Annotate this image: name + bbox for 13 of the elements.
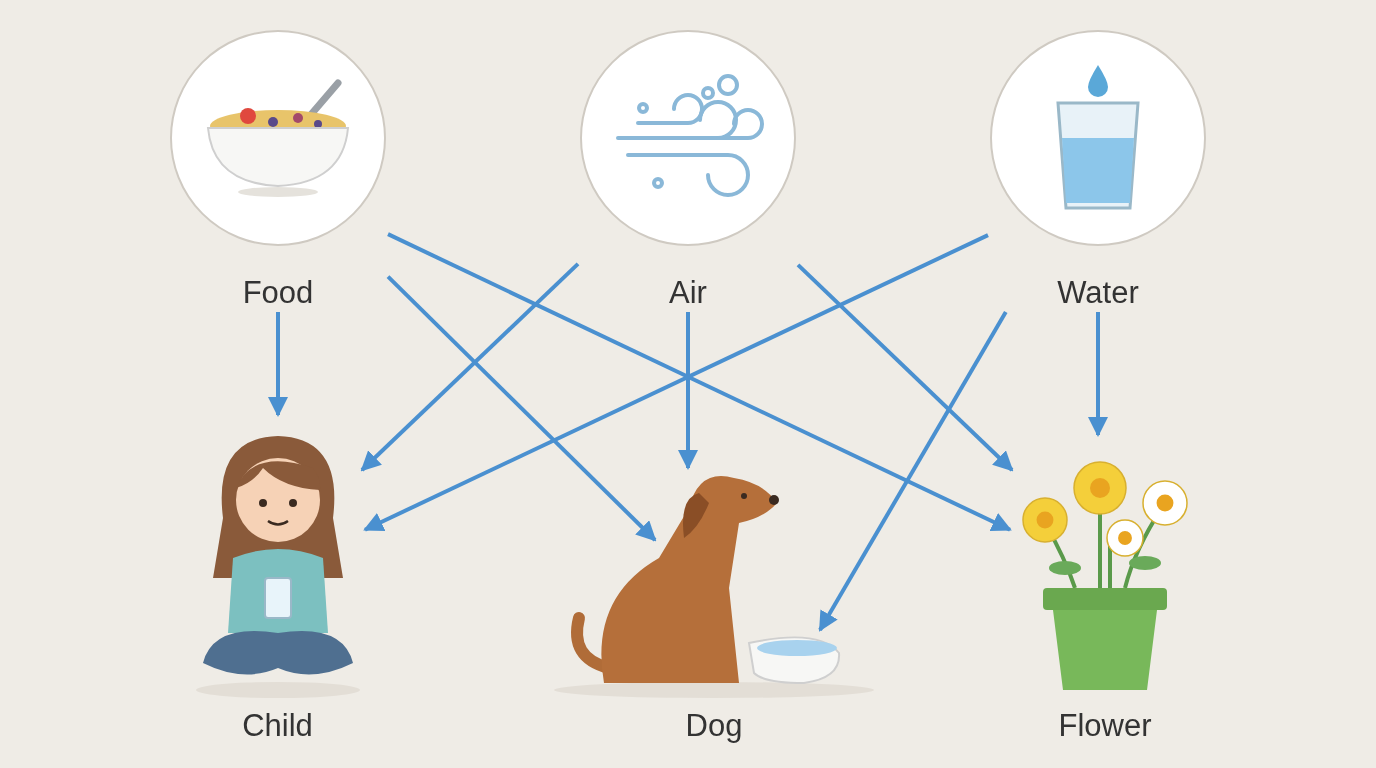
arrow bbox=[1088, 312, 1108, 437]
arrow bbox=[796, 263, 1014, 472]
node-label: Flower bbox=[1058, 710, 1152, 745]
node-label: Child bbox=[242, 710, 313, 745]
arrow bbox=[678, 312, 698, 470]
arrow bbox=[268, 312, 288, 417]
node-label: Food bbox=[242, 277, 314, 312]
node-label: Dog bbox=[685, 710, 743, 745]
node-label: Water bbox=[1057, 277, 1139, 312]
arrow bbox=[360, 262, 580, 472]
arrow bbox=[386, 275, 657, 542]
arrow bbox=[818, 311, 1008, 632]
node-label: Air bbox=[669, 277, 707, 312]
